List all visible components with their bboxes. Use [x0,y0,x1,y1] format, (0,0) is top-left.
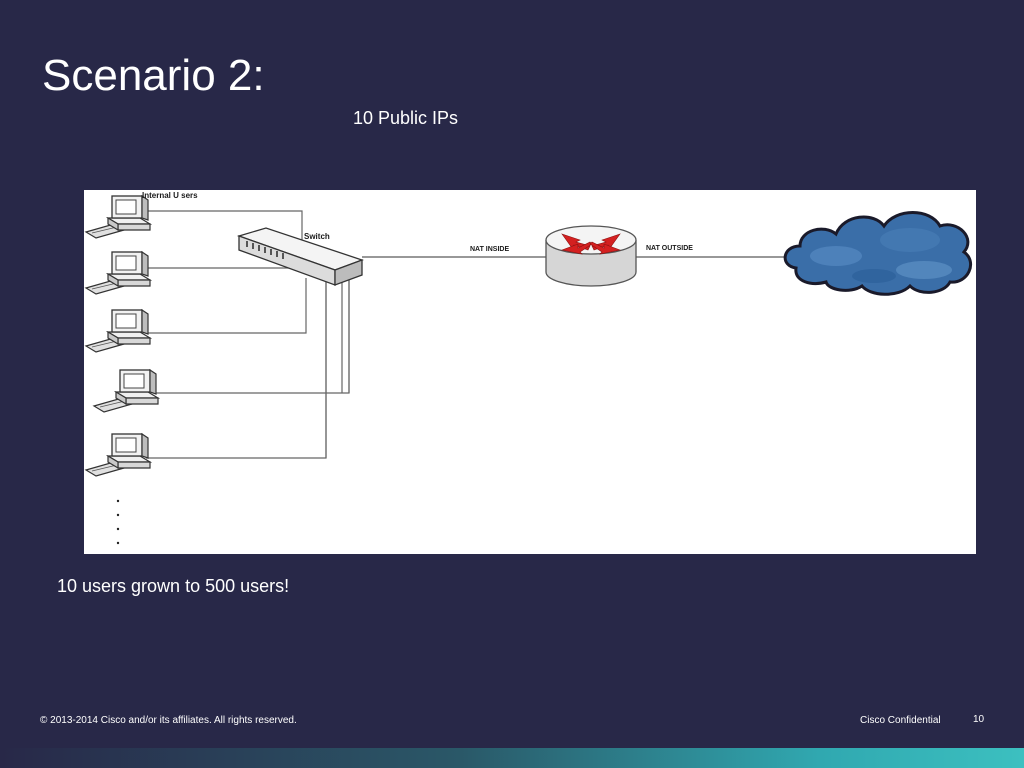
public-ips-label: 10 Public IPs [353,108,459,128]
router-icon [545,225,637,287]
footer-gradient-bar [0,748,1024,768]
switch-label: Switch [304,232,330,241]
more-users-ellipsis [116,499,120,545]
slide-title: Scenario 2: [42,51,265,100]
switch-icon [236,227,364,286]
pc-icon [85,251,151,295]
nat-outside-label: NAT OUTSIDE [646,245,693,252]
network-diagram-svg: Internal U sers Switch NAT INSIDE NAT OU… [85,191,972,545]
pc-icon [85,433,151,477]
copyright-text: © 2013-2014 Cisco and/or its affiliates.… [40,715,297,726]
confidential-label: Cisco Confidential [860,715,941,726]
internet-cloud-icon [783,211,972,296]
page-number: 10 [973,714,985,725]
nat-inside-label: NAT INSIDE [470,246,509,253]
pc-icon [85,309,151,353]
network-diagram: Internal U sers Switch NAT INSIDE NAT OU… [84,190,976,554]
pc-icon [85,195,151,239]
pc-icon [93,369,159,413]
internal-users-label: Internal U sers [142,191,198,200]
user-links [146,210,350,459]
growth-caption: 10 users grown to 500 users! [57,576,290,596]
